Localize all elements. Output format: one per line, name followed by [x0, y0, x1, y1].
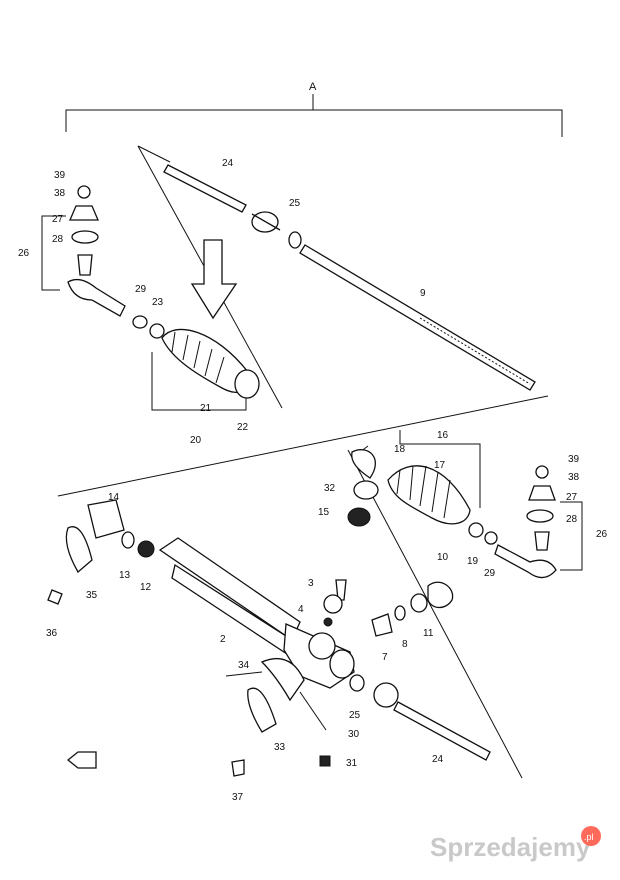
assembly-bracket: A: [65, 81, 563, 137]
clip-23: [149, 323, 165, 339]
callout-38-right: 38: [568, 472, 580, 483]
callout-27-right: 27: [566, 492, 578, 503]
ring-25-lower: [349, 674, 365, 692]
watermark-text: Sprzedajemy: [430, 832, 591, 862]
callout-19: 19: [467, 556, 479, 567]
rack-bar: [299, 244, 536, 391]
callout-33: 33: [274, 742, 286, 753]
callout-8: 8: [402, 639, 408, 650]
callout-26-right: 26: [596, 529, 608, 540]
callout-30: 30: [348, 729, 360, 740]
yoke-7: [371, 613, 393, 637]
callout-16: 16: [437, 430, 449, 441]
callout-29-right: 29: [484, 568, 496, 579]
callout-18: 18: [394, 444, 406, 455]
boot-upper: [151, 328, 260, 411]
callout-25-upper: 25: [289, 198, 301, 209]
rack-housing: [158, 537, 355, 689]
callout-23: 23: [152, 297, 164, 308]
spring-8: [394, 605, 406, 621]
callout-4: 4: [298, 604, 304, 615]
callout-11: 9: [420, 288, 426, 299]
callout-37: 37: [232, 792, 244, 803]
pin-3: [335, 579, 347, 601]
front-arrow-icon: [66, 751, 97, 769]
tie-rod-end-left: [41, 185, 126, 317]
plug-9: [410, 593, 428, 613]
nut-29: [132, 315, 148, 329]
watermark-tld: .pl: [584, 832, 594, 842]
callout-10: 10: [437, 552, 449, 563]
nut-31: [319, 755, 331, 767]
callout-39-right: 39: [568, 454, 580, 465]
callout-13: 13: [119, 570, 131, 581]
callout-21: 21: [200, 403, 212, 414]
callout-2: 2: [220, 634, 226, 645]
boot-right: [387, 465, 471, 525]
callout-27-left: 27: [52, 214, 64, 225]
tie-rod-end-right: [494, 465, 583, 579]
callout-36: 36: [46, 628, 58, 639]
mount-bracket-right: [225, 657, 327, 733]
callout-32: 32: [324, 483, 336, 494]
callout-24-lower: 24: [432, 754, 444, 765]
bush-32: [353, 480, 379, 500]
watermark: Sprzedajemy .pl: [430, 826, 601, 862]
mount-15: [347, 507, 371, 527]
callout-35: 35: [86, 590, 98, 601]
callout-12: 12: [140, 582, 152, 593]
callout-29-left: 29: [135, 284, 147, 295]
callout-7: 7: [382, 652, 388, 663]
callout-17: 17: [434, 460, 446, 471]
callout-26-left: 26: [18, 248, 30, 259]
assembly-label: A: [309, 81, 317, 93]
callout-25-lower: 25: [349, 710, 361, 721]
callout-28-right: 28: [566, 514, 578, 525]
mount-bracket-left: [47, 499, 155, 605]
tie-rod-lower: [373, 682, 491, 761]
callout-9: 11: [423, 628, 434, 639]
callout-28-left: 28: [52, 234, 64, 245]
callout-14: 14: [108, 492, 120, 503]
callout-15: 15: [318, 507, 330, 518]
callout-34: 34: [238, 660, 250, 671]
callout-labels: 24 25 9 39 38 27 28 26 29 23 21 22 20 16…: [18, 158, 608, 803]
indicator-arrow: [190, 239, 238, 320]
clamp-18: [351, 449, 376, 479]
tie-rod-upper: [163, 164, 281, 233]
callout-3: 3: [308, 578, 314, 589]
callout-22: 22: [237, 422, 249, 433]
callout-24-upper: 24: [222, 158, 234, 169]
bolt-37: [231, 759, 245, 777]
callout-20: 20: [190, 435, 202, 446]
callout-31: 31: [346, 758, 358, 769]
callout-39-left: 39: [54, 170, 66, 181]
ring-25-upper: [288, 231, 302, 249]
nut-29-right: [484, 531, 498, 545]
callout-38-left: 38: [54, 188, 66, 199]
cap-10: [427, 581, 454, 609]
clip-19: [468, 522, 484, 538]
